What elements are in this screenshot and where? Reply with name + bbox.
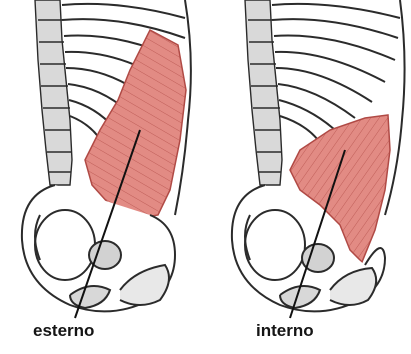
right-spine — [245, 0, 282, 185]
label-esterno: esterno — [33, 321, 94, 341]
left-spine — [35, 0, 72, 185]
label-interno: interno — [256, 321, 314, 341]
right-body-outline — [385, 0, 405, 215]
right-torso — [232, 0, 405, 318]
left-torso — [22, 0, 191, 318]
